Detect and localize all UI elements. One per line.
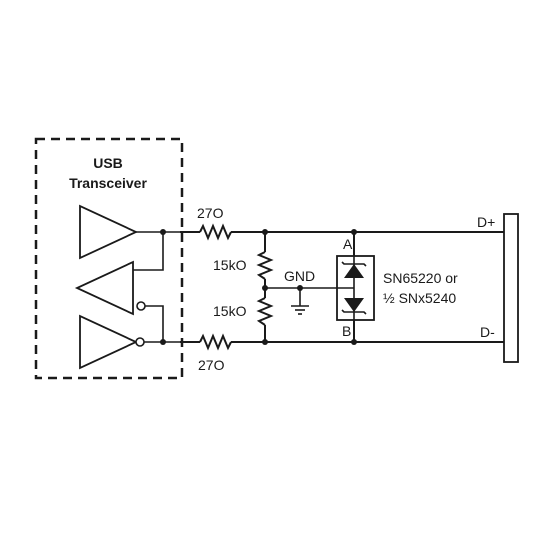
protection-pin-b-label: B: [342, 323, 351, 339]
rx-input-wire-top: [133, 232, 164, 271]
resistor-series-bottom: [199, 333, 232, 351]
transceiver-box: [34, 137, 184, 380]
rx-input-wire-bottom: [145, 305, 164, 342]
resistor-pulldown-top-label: 15kO: [213, 257, 247, 273]
diode-upper-icon: [344, 264, 364, 278]
diode-lower-bar: [341, 309, 367, 315]
junction-ground: [297, 285, 303, 291]
usb-connector: [503, 213, 519, 363]
junction-pulldown-bottom: [262, 339, 268, 345]
connector-dplus-label: D+: [477, 214, 495, 230]
junction-pulldown-top: [262, 229, 268, 235]
junction-pin-a: [351, 229, 357, 235]
resistor-series-top: [199, 223, 232, 241]
protection-pin-a-label: A: [343, 236, 353, 252]
resistor-pulldown-bottom: [256, 297, 274, 326]
diode-upper-bar: [341, 261, 367, 267]
resistor-series-bottom-label: 27O: [198, 357, 225, 373]
diode-lower-icon: [344, 298, 364, 312]
resistor-pulldown-bottom-label: 15kO: [213, 303, 247, 319]
protection-part-line1: SN65220 or: [383, 270, 458, 286]
junction-tx-bottom: [160, 339, 166, 345]
resistor-series-top-label: 27O: [197, 205, 224, 221]
inversion-bubble-rx: [136, 301, 146, 311]
junction-tx-top: [160, 229, 166, 235]
protection-part-line2: ½ SNx5240: [383, 290, 456, 306]
connector-dminus-label: D-: [480, 324, 495, 340]
transceiver-title-line1: USB: [93, 155, 123, 171]
junction-pin-b: [351, 339, 357, 345]
inversion-bubble-bottom: [135, 337, 145, 347]
tx-buffer-bottom-inverting: [79, 314, 139, 370]
rx-buffer: [74, 260, 134, 316]
ground-label: GND: [284, 268, 315, 284]
transceiver-title-line2: Transceiver: [69, 175, 147, 191]
tx-buffer-top: [79, 204, 139, 260]
resistor-pulldown-top: [256, 251, 274, 280]
